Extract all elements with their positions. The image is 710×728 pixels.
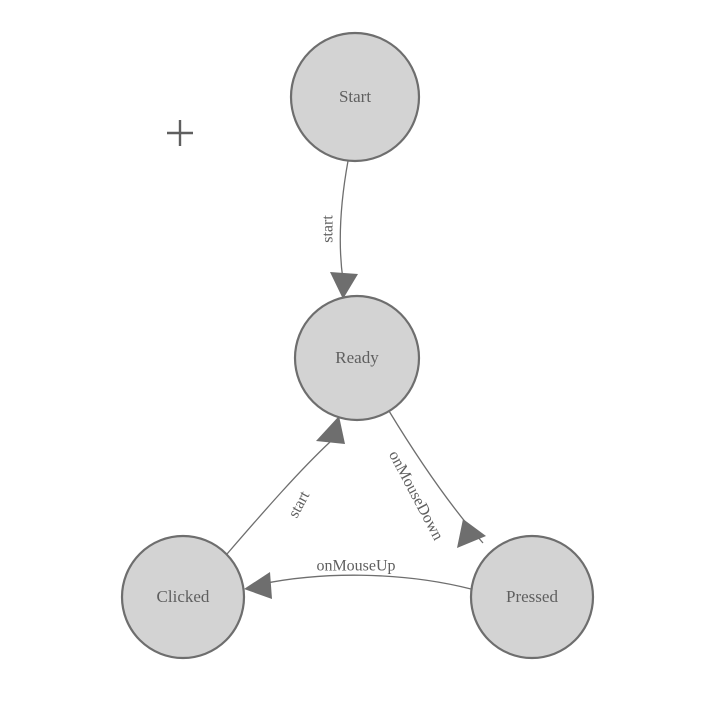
node-ready[interactable]: Ready [293,294,421,422]
node-shape [293,294,421,422]
node-pressed[interactable]: Pressed [469,534,595,660]
node-start[interactable]: Start [289,31,421,163]
node-shape [120,534,246,660]
edge-ready-to-pressed[interactable]: onMouseDown [385,410,486,548]
node-clicked[interactable]: Clicked [120,534,246,660]
crosshair-icon[interactable] [167,120,193,146]
node-shape [469,534,595,660]
node-label-clicked: Clicked [157,587,210,606]
edge-start-to-ready[interactable]: start [320,160,358,299]
node-label-pressed: Pressed [506,587,558,606]
node-label-ready: Ready [335,348,379,367]
edge-label-start-to-ready: start [320,215,337,243]
edge-line [339,160,349,281]
arrowhead-icon [244,572,272,599]
edge-line [226,441,331,555]
edge-clicked-to-ready[interactable]: start [226,416,345,555]
arrowhead-icon [330,272,358,299]
node-label-start: Start [339,87,371,106]
node-shape [289,31,421,163]
edge-label-ready-to-pressed: onMouseDown [385,448,446,543]
edge-pressed-to-clicked[interactable]: onMouseUp [244,558,472,599]
edge-line [261,574,472,590]
edge-label-clicked-to-ready: start [285,488,313,521]
arrowhead-icon [316,416,345,444]
edge-label-pressed-to-clicked: onMouseUp [316,558,395,575]
arrowhead-icon [457,519,486,548]
